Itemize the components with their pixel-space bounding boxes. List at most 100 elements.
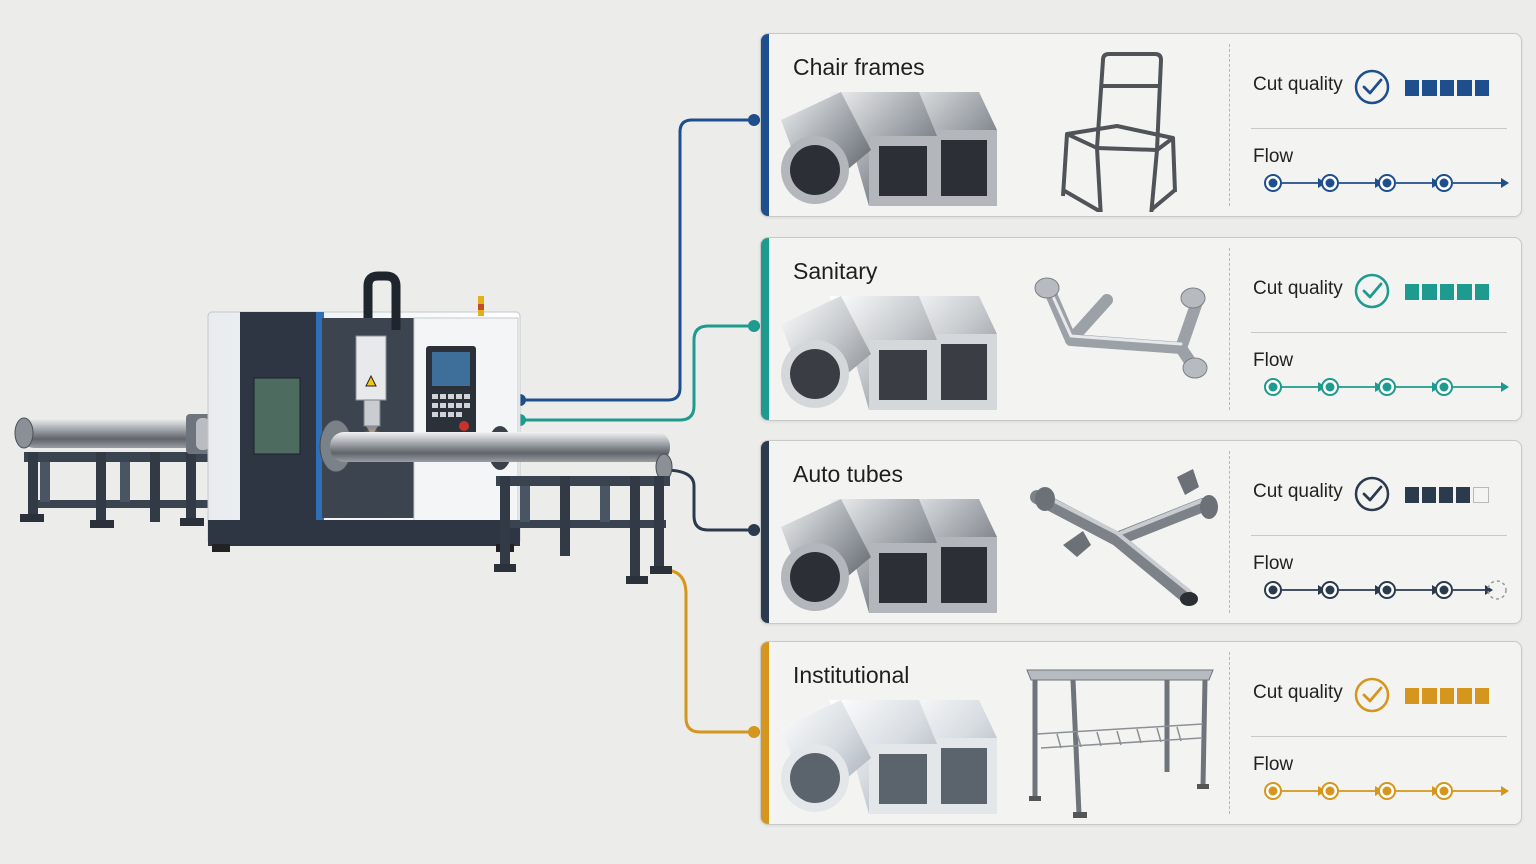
application-card-institutional: Institutional Cut quality Flow (760, 641, 1522, 825)
flow-step-core (1325, 786, 1335, 796)
flow-arrow-head (1501, 786, 1509, 796)
quality-segment (1456, 487, 1470, 503)
card-accent-bar (761, 441, 769, 623)
flow-steps-icon (1264, 174, 1509, 192)
quality-segment (1405, 487, 1419, 503)
flow-step-core (1325, 585, 1335, 595)
flow-step-core (1325, 178, 1335, 188)
flow-label: Flow (1253, 553, 1294, 574)
cut-quality-label: Cut quality (1253, 481, 1343, 502)
flow-label: Flow (1253, 350, 1294, 371)
check-circle-icon (1354, 677, 1390, 713)
round-tube (781, 700, 871, 812)
check-circle-icon (1354, 273, 1390, 309)
rect-tube (829, 499, 937, 613)
quality-segment (1405, 284, 1420, 300)
tube-profiles-icon (781, 296, 997, 410)
card-divider (1229, 44, 1230, 206)
quality-segment (1457, 688, 1472, 704)
quality-segment (1457, 80, 1472, 96)
flow-step-core (1439, 178, 1449, 188)
chair-frame-icon (1061, 52, 1177, 212)
quality-segment (1422, 487, 1436, 503)
flow-step-core (1268, 786, 1278, 796)
connector-institutional (663, 568, 760, 734)
card-divider (1229, 652, 1230, 814)
cut-quality-meter (1405, 80, 1490, 96)
cut-quality-meter (1405, 487, 1489, 503)
cut-quality-label: Cut quality (1253, 278, 1343, 299)
card-accent-bar (761, 238, 769, 420)
flow-step-core (1439, 382, 1449, 392)
quality-segment (1474, 688, 1490, 704)
quality-segment (1439, 688, 1455, 704)
card-accent-bar (761, 642, 769, 824)
quality-segment (1474, 80, 1490, 96)
card-divider (1229, 451, 1230, 613)
card-title: Sanitary (793, 258, 878, 284)
quality-segment (1405, 80, 1420, 96)
quality-segment (1422, 80, 1437, 96)
machine-scene (14, 114, 760, 738)
card-title: Institutional (793, 662, 910, 688)
check-circle-icon (1354, 69, 1390, 105)
rect-tube (829, 700, 937, 814)
card-separator (1251, 128, 1507, 129)
connector-chair-frames (520, 118, 760, 402)
flow-steps-icon (1264, 378, 1509, 396)
cut-quality-label: Cut quality (1253, 682, 1343, 703)
quality-segment (1439, 284, 1455, 300)
card-divider (1229, 248, 1230, 410)
flow-step-core (1268, 382, 1278, 392)
outfeed-rack (494, 476, 672, 584)
quality-segment (1422, 284, 1437, 300)
card-separator (1251, 332, 1507, 333)
cut-quality-label: Cut quality (1253, 74, 1343, 95)
quality-segment (1439, 487, 1453, 503)
tube-profiles-icon (781, 700, 997, 814)
flow-step-core (1382, 786, 1392, 796)
flow-steps-icon (1264, 782, 1509, 800)
application-card-auto-tubes: Auto tubes Cut quality Flow (760, 440, 1522, 624)
round-tube (781, 92, 871, 204)
flow-step-core (1382, 178, 1392, 188)
rect-tube (829, 92, 937, 206)
card-separator (1251, 535, 1507, 536)
flow-arrow-head (1501, 178, 1509, 188)
card-accent-bar (761, 34, 769, 216)
rect-tube (829, 296, 937, 410)
quality-segment (1422, 688, 1437, 704)
flow-step-core (1268, 178, 1278, 188)
quality-segment (1439, 80, 1455, 96)
flow-label: Flow (1253, 754, 1294, 775)
quality-segment (1474, 284, 1490, 300)
flow-step-core (1325, 382, 1335, 392)
round-tube (781, 499, 871, 611)
tube-profiles-icon (781, 499, 997, 613)
connector-end-dot (748, 726, 760, 738)
exhaust-pipe-icon (1030, 469, 1218, 606)
connector-sanitary (520, 324, 760, 422)
quality-segment (1405, 688, 1420, 704)
flow-step-core (1382, 382, 1392, 392)
connector-end-dot (748, 524, 760, 536)
quality-segment (1473, 487, 1489, 503)
steel-table-icon (1026, 669, 1214, 818)
laser-tube-cutting-machine-icon (14, 271, 673, 584)
flow-step-core (1268, 585, 1278, 595)
flow-step-pending (1487, 580, 1507, 600)
infeed-rack (20, 452, 214, 528)
card-title: Chair frames (793, 54, 925, 80)
card-separator (1251, 736, 1507, 737)
application-card-sanitary: Sanitary Cut quality Flow (760, 237, 1522, 421)
flow-steps-icon (1264, 580, 1507, 600)
connector-end-dot (748, 320, 760, 332)
application-card-chair-frames: Chair frames Cut quality Flow (760, 33, 1522, 217)
flow-label: Flow (1253, 146, 1294, 167)
connector-auto-tubes (663, 468, 760, 532)
check-circle-icon (1354, 476, 1390, 512)
flow-arrow-head (1501, 382, 1509, 392)
cut-quality-meter (1405, 688, 1490, 704)
card-title: Auto tubes (793, 461, 903, 487)
